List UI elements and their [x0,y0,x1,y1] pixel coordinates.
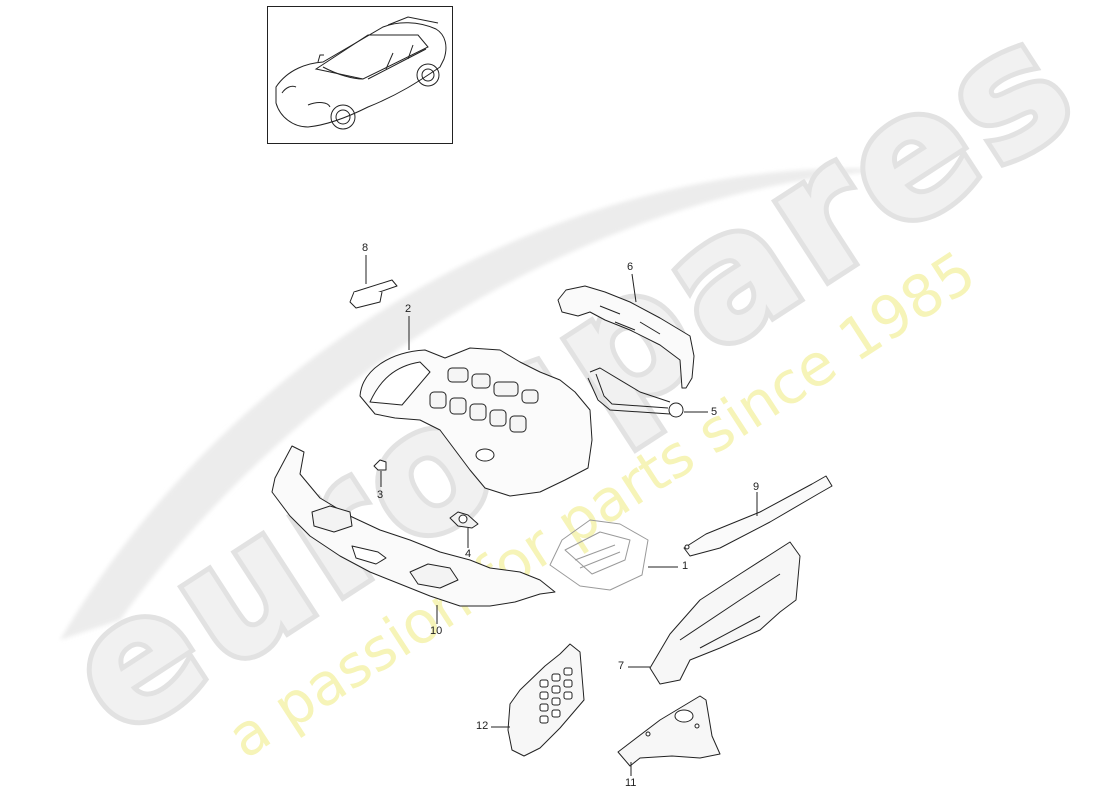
callout-5[interactable]: 5 [711,406,718,418]
callout-1[interactable]: 1 [682,560,689,572]
part-1-insulation-module[interactable] [549,519,678,591]
part-12-grid-block[interactable] [491,643,585,757]
part-8-foam-pad[interactable] [349,255,398,309]
part-2-underbody-panel[interactable] [359,316,593,497]
callout-7[interactable]: 7 [618,660,625,672]
callout-2[interactable]: 2 [405,303,412,315]
part-4-retainer-plate[interactable] [449,511,479,548]
leader-line-6 [631,273,637,303]
callout-11[interactable]: 11 [625,777,637,789]
callout-4[interactable]: 4 [465,548,472,560]
car-icon [275,16,447,130]
part-7-tunnel[interactable] [628,541,801,685]
callout-8[interactable]: 8 [362,242,369,254]
part-10-front-panel[interactable] [271,445,556,624]
vehicle-thumbnail [267,6,453,144]
callout-3[interactable]: 3 [377,489,384,501]
part-9-strip[interactable] [683,475,833,557]
part-3-clip[interactable] [373,459,387,487]
callout-6[interactable]: 6 [627,261,634,273]
part-11-wheel-arch[interactable] [617,695,721,776]
callout-9[interactable]: 9 [753,481,760,493]
callout-12[interactable]: 12 [476,720,489,732]
callout-10[interactable]: 10 [430,625,443,637]
part-5-hose[interactable] [587,367,708,418]
part-6-side-trim[interactable] [557,273,695,389]
